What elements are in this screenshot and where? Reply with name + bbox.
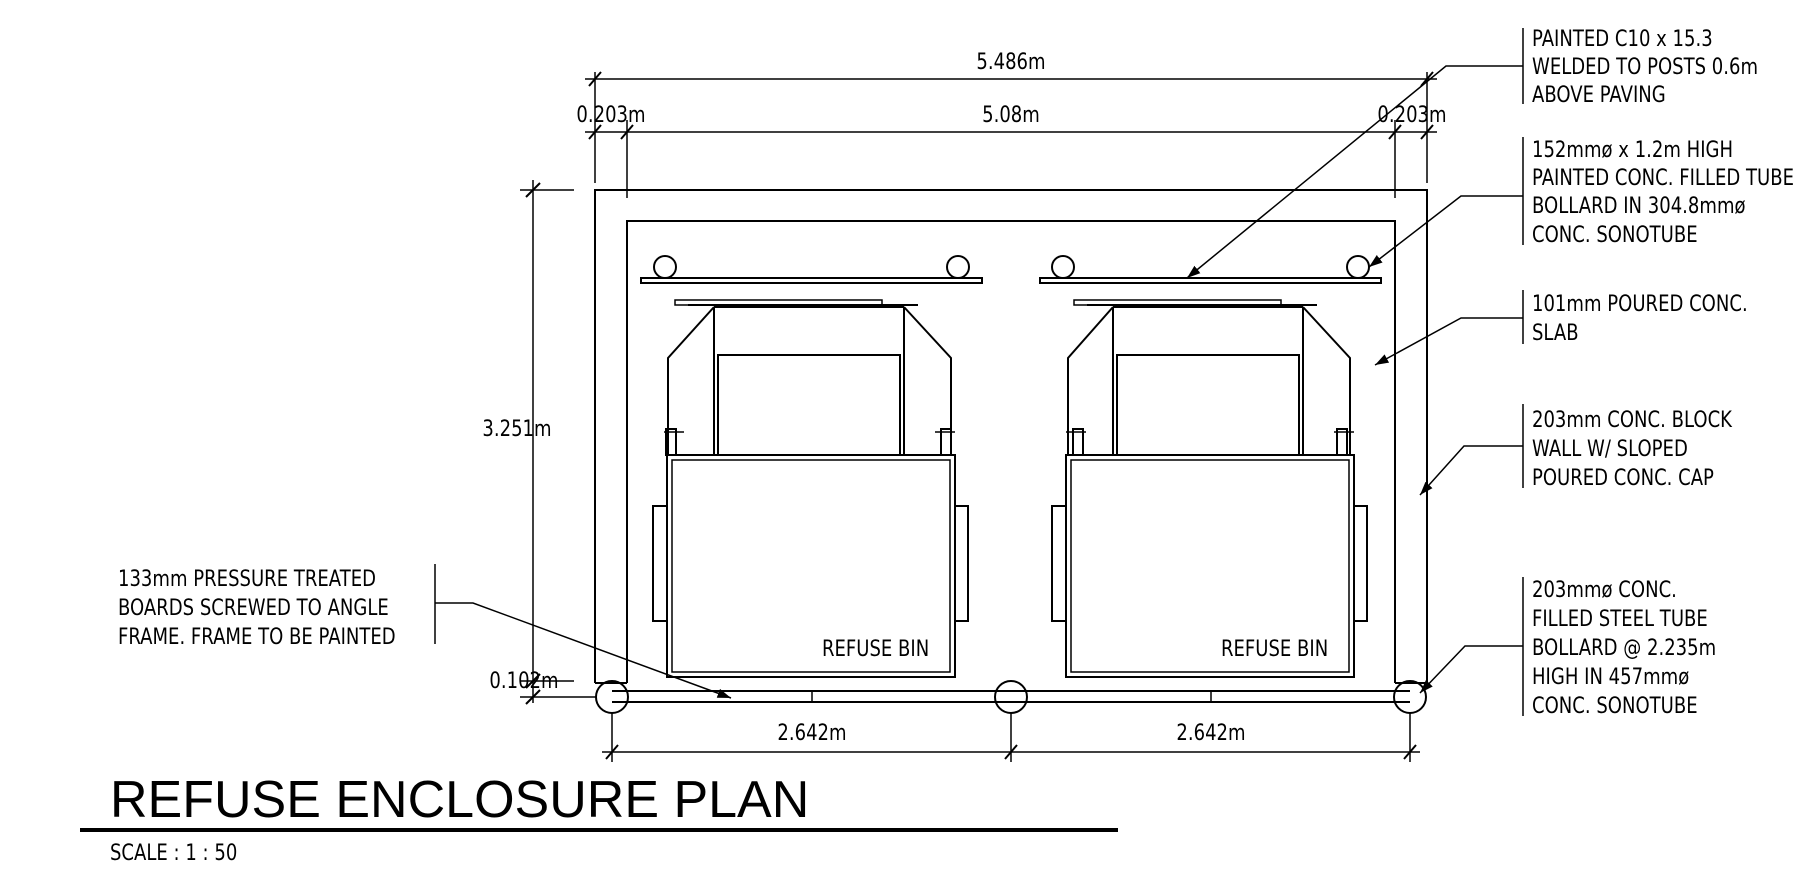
note-line: WELDED TO POSTS 0.6m [1532, 53, 1758, 79]
dimension-label: 2.642m [1176, 719, 1245, 745]
note-line: HIGH IN 457mmø [1532, 663, 1689, 689]
note-line: PAINTED CONC. FILLED TUBE [1532, 164, 1794, 190]
channel-bar-right [1039, 277, 1382, 284]
note-line: 203mmø CONC. [1532, 576, 1677, 602]
refuse-bin-label: REFUSE BIN [1221, 635, 1328, 661]
note-large-bollard [1419, 577, 1524, 716]
block-wall [594, 189, 1428, 684]
note-line: POURED CONC. CAP [1532, 464, 1714, 490]
note-line: CONC. SONOTUBE [1532, 692, 1698, 718]
note-line: 152mmø x 1.2m HIGH [1532, 136, 1733, 162]
drawing-title: REFUSE ENCLOSURE PLAN [110, 771, 809, 829]
dimension-label: 3.251m [482, 415, 551, 441]
dimension-label: 0.203m [576, 101, 645, 127]
dimension-overall-width [585, 71, 1437, 183]
dimension-label: 2.642m [777, 719, 846, 745]
note-line: FRAME. FRAME TO BE PAINTED [118, 623, 396, 649]
note-line: 133mm PRESSURE TREATED [118, 565, 376, 591]
note-line: CONC. SONOTUBE [1532, 221, 1698, 247]
dimension-label: 5.08m [982, 101, 1040, 127]
note-slab [1374, 290, 1524, 366]
small-bollard [653, 255, 677, 279]
refuse-bin-left [652, 299, 969, 678]
small-bollard [1051, 255, 1075, 279]
dimension-label: 5.486m [976, 48, 1045, 74]
note-line: BOLLARD @ 2.235m [1532, 634, 1716, 660]
large-bollard-right [1393, 680, 1427, 714]
large-bollard-center [994, 680, 1028, 714]
note-channel [1186, 28, 1524, 279]
dimension-inner-width [585, 120, 1437, 198]
note-line: BOARDS SCREWED TO ANGLE [118, 594, 389, 620]
note-line: FILLED STEEL TUBE [1532, 605, 1708, 631]
dimension-label: 0.102m [489, 667, 558, 693]
dimension-bays [602, 713, 1420, 762]
front-boards [612, 690, 1410, 703]
note-block-wall [1419, 404, 1524, 496]
channel-bar-left [640, 277, 983, 284]
refuse-bin-right [1051, 299, 1368, 678]
note-line: WALL W/ SLOPED [1532, 435, 1688, 461]
small-bollard [1346, 255, 1370, 279]
drawing-scale: SCALE : 1 : 50 [110, 839, 237, 865]
large-bollard-left [595, 680, 629, 714]
dimension-label: 0.203m [1377, 101, 1446, 127]
small-bollard [946, 255, 970, 279]
note-small-bollard [1368, 137, 1524, 268]
note-line: 101mm POURED CONC. [1532, 290, 1748, 316]
note-line: BOLLARD IN 304.8mmø [1532, 192, 1746, 218]
note-boards [434, 564, 732, 699]
note-line: ABOVE PAVING [1532, 81, 1666, 107]
note-line: PAINTED C10 x 15.3 [1532, 25, 1713, 51]
dimension-depth [520, 180, 596, 705]
note-line: 203mm CONC. BLOCK [1532, 406, 1733, 432]
note-line: SLAB [1532, 319, 1579, 345]
refuse-bin-label: REFUSE BIN [822, 635, 929, 661]
